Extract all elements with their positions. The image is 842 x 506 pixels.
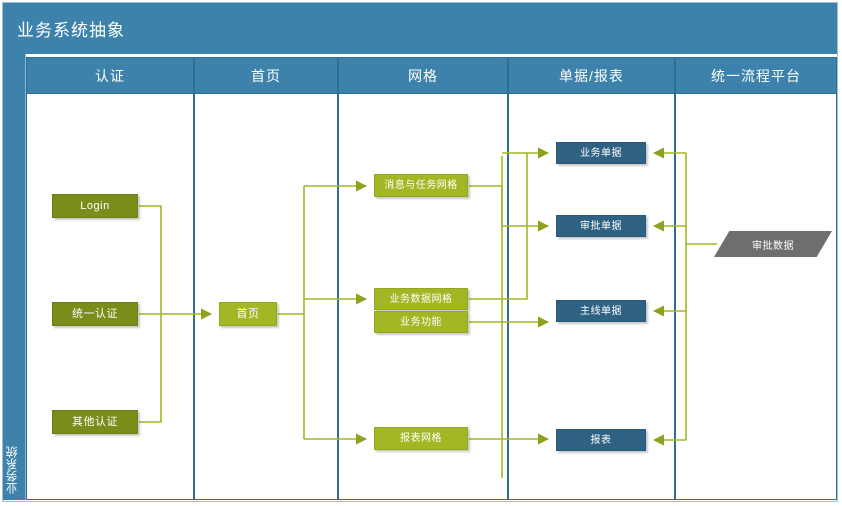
node-business-data-grid[interactable]: 业务数据网格	[374, 288, 468, 310]
column-body-platform	[675, 94, 837, 500]
node-approval-document[interactable]: 审批单据	[556, 215, 646, 237]
column-body-auth	[26, 94, 194, 500]
diagram-title-bar: 业务系统抽象	[3, 3, 837, 54]
node-other-auth[interactable]: 其他认证	[52, 410, 138, 434]
node-approval-data[interactable]: 审批数据	[714, 231, 832, 257]
node-unified-auth[interactable]: 统一认证	[52, 302, 138, 326]
node-login[interactable]: Login	[52, 194, 138, 218]
swimlane-vertical-band: 业务系统	[3, 54, 26, 500]
node-business-document[interactable]: 业务单据	[556, 142, 646, 164]
node-home[interactable]: 首页	[219, 302, 277, 326]
column-header-home: 首页	[194, 57, 338, 94]
column-header-auth: 认证	[26, 57, 194, 94]
node-report[interactable]: 报表	[556, 429, 646, 451]
page-title: 业务系统抽象	[17, 21, 125, 40]
node-main-document[interactable]: 主线单据	[556, 300, 646, 322]
swimlane-vertical-label: 业务系统	[5, 446, 19, 494]
node-report-grid[interactable]: 报表网格	[374, 427, 468, 450]
column-header-grid: 网格	[338, 57, 508, 94]
node-business-function[interactable]: 业务功能	[374, 311, 468, 333]
column-body-home	[194, 94, 338, 500]
column-header-platform: 统一流程平台	[675, 57, 837, 94]
node-message-task-grid[interactable]: 消息与任务网格	[374, 174, 468, 197]
column-header-document: 单据/报表	[508, 57, 675, 94]
